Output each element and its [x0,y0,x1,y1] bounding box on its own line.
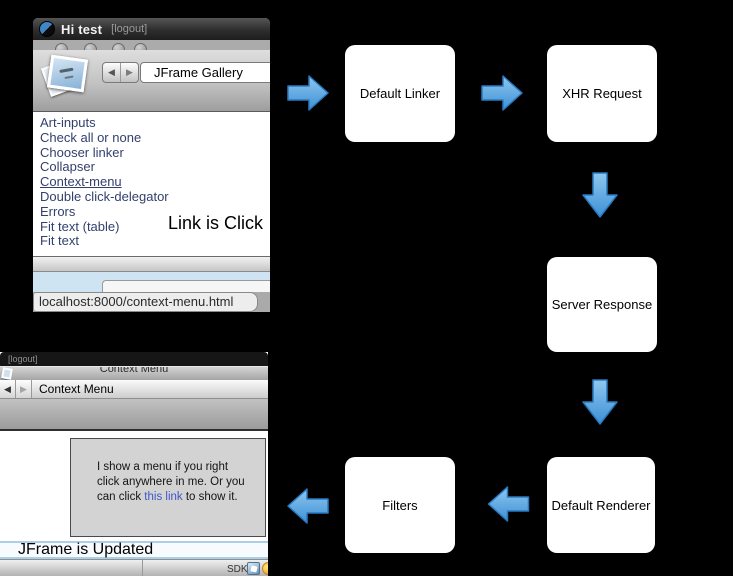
divider [0,429,268,431]
gallery-link[interactable]: Art-inputs [40,115,96,130]
sdk-label: SDK [227,564,248,575]
arrow-down-icon [582,172,618,218]
context-panel-text: I show a menu if you right click anywher… [97,461,245,503]
bottom-window-titleband: Context Menu [0,366,268,380]
status-text: JFrame is Updated [18,541,154,558]
arrow-right-icon [287,75,329,111]
top-window-toolbar: ◀ ▶ JFrame Gallery [33,50,270,112]
gallery-link[interactable]: Collapser [40,159,95,175]
forward-button[interactable]: ▶ [16,380,32,398]
context-menu-panel[interactable]: I show a menu if you right click anywher… [70,438,266,537]
top-window-titlebar: Hi test [logout] [33,18,270,40]
window-title-clipped: Context Menu [99,366,169,375]
nav-button-group: ◀ ▶ [0,380,32,398]
gallery-link[interactable]: Fit text (table) [40,218,120,234]
logout-link[interactable]: [logout] [111,23,148,35]
gallery-link-context-menu[interactable]: Context-menu [40,174,122,190]
gallery-link[interactable]: Errors [40,203,76,219]
top-window-content: Art-inputs Check all or none Chooser lin… [33,112,270,256]
arrow-down-icon [582,379,618,425]
page-title-field: JFrame Gallery [140,62,270,83]
window-title: Hi test [61,21,103,37]
bottom-window-toolbar: ◀ ▶ Context Menu [0,380,268,399]
gallery-link-list: Art-inputs Check all or none Chooser lin… [33,112,270,249]
gallery-link[interactable]: Double click-delegator [40,188,169,204]
statusbar-divider [142,560,143,576]
forward-button[interactable]: ▶ [126,67,133,77]
page-title-label: Context Menu [39,382,114,396]
gallery-link[interactable]: Fit text [40,233,80,249]
flow-box-filters: Filters [345,457,455,553]
jframe-status-bar: JFrame is Updated [0,541,268,559]
flow-box-xhr-request: XHR Request [547,45,657,142]
status-tab [102,280,270,292]
toolbar-circle-button[interactable] [84,43,97,50]
link-clicked-annotation: Link is Click [168,213,264,233]
flow-box-default-linker: Default Linker [345,45,455,142]
gallery-link[interactable]: Check all or none [40,129,142,145]
toolbar-circle-button[interactable] [55,43,68,50]
app-logo-icon [39,21,55,37]
toolbar-button-row [33,40,270,50]
flow-box-default-renderer: Default Renderer [547,457,655,553]
bottom-statusbar: SDK [0,559,268,576]
horizontal-scrollbar[interactable] [33,256,270,272]
bottom-browser-window: [logout] Context Menu ◀ ▶ Context Menu I… [0,352,268,576]
back-button[interactable]: ◀ [103,63,121,82]
arrow-left-icon [487,486,530,522]
nav-button-group: ◀ ▶ [102,62,139,83]
arrow-right-icon [481,75,523,111]
gallery-photos-icon [36,51,94,103]
toolbar-circle-button[interactable] [112,43,125,50]
url-status-tooltip: localhost:8000/context-menu.html [33,292,258,312]
top-browser-window: Hi test [logout] ◀ ▶ JFrame Gallery [33,18,270,312]
back-button[interactable]: ◀ [0,380,16,398]
mini-photo-icon [1,367,13,380]
arrow-left-icon [287,488,329,524]
app-window-icon[interactable] [247,562,260,575]
bottom-window-content: I show a menu if you right click anywher… [0,431,268,541]
toolbar-spacer [0,399,268,429]
orange-swirl-icon[interactable] [262,562,268,575]
toolbar-circle-button[interactable] [134,43,147,50]
gallery-link[interactable]: Chooser linker [40,144,124,160]
bottom-window-header: [logout] [0,352,268,366]
flow-box-server-response: Server Response [547,257,657,352]
logout-link[interactable]: [logout] [8,354,38,364]
status-strip [33,272,270,292]
this-link[interactable]: this link [144,491,183,503]
